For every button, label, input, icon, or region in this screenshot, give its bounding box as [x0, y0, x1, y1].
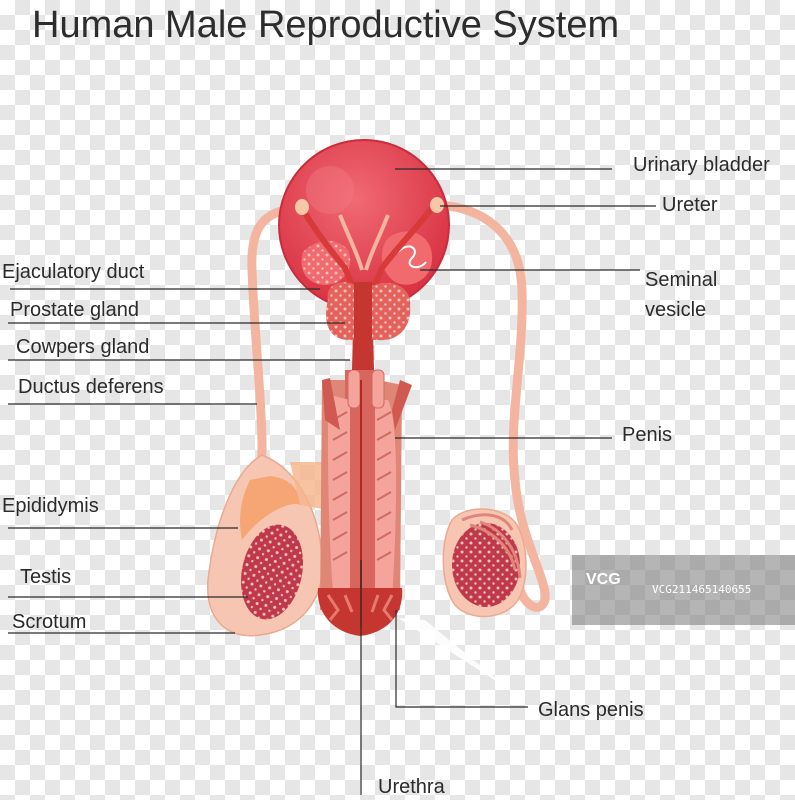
bladder-highlight — [306, 166, 354, 214]
label-ureter: Ureter — [662, 194, 718, 216]
right-corpus-cavernosum — [375, 400, 397, 600]
label-seminal-vesicle-line1: Seminal — [645, 269, 718, 291]
shaft-striations — [332, 411, 392, 561]
label-ejaculatory-duct: Ejaculatory duct — [2, 261, 145, 283]
page-title: Human Male Reproductive System — [32, 4, 620, 46]
right-ductus-deferens — [435, 200, 550, 612]
right-seminal-vesicle — [381, 231, 433, 285]
glans-callout-wedge — [398, 618, 510, 690]
right-seminal-vesicle-folds — [397, 245, 427, 269]
scrotal-pink-band — [290, 462, 330, 510]
label-urinary-bladder: Urinary bladder — [633, 154, 770, 176]
ureter-y — [338, 214, 390, 271]
right-testis-dots — [452, 523, 520, 607]
right-vas-inner — [369, 205, 435, 295]
label-urethra: Urethra — [378, 776, 445, 798]
crura-right — [392, 380, 412, 430]
label-epididymis: Epididymis — [2, 495, 99, 517]
left-ureter-orifice — [295, 199, 309, 215]
label-scrotum: Scrotum — [12, 611, 87, 633]
right-epididymis-coils — [461, 513, 522, 579]
watermark-logo: VCG — [586, 571, 621, 588]
label-seminal-vesicle-line2: vesicle — [645, 299, 707, 321]
left-testis-dots — [241, 524, 303, 620]
label-prostate-gland: Prostate gland — [10, 299, 139, 321]
label-ductus-deferens: Ductus deferens — [18, 376, 164, 398]
watermark-text: VCG211465140655 — [652, 583, 752, 596]
left-seminal-vesicle-dots — [301, 240, 351, 285]
root-right — [371, 369, 385, 409]
left-vas-inner — [300, 207, 358, 295]
glans-folds — [326, 594, 394, 621]
crura-left — [322, 378, 340, 430]
label-penis: Penis — [622, 424, 673, 446]
label-testis: Testis — [20, 566, 72, 588]
label-cowpers-gland: Cowpers gland — [16, 336, 150, 358]
root-left — [347, 369, 361, 409]
label-glans-penis: Glans penis — [538, 699, 644, 721]
prostatic-urethra — [354, 282, 372, 342]
left-epididymis — [240, 476, 300, 540]
leader-lines — [8, 168, 656, 795]
watermark: VCG VCG211465140655 — [572, 555, 795, 625]
right-ureter-orifice — [430, 197, 444, 213]
